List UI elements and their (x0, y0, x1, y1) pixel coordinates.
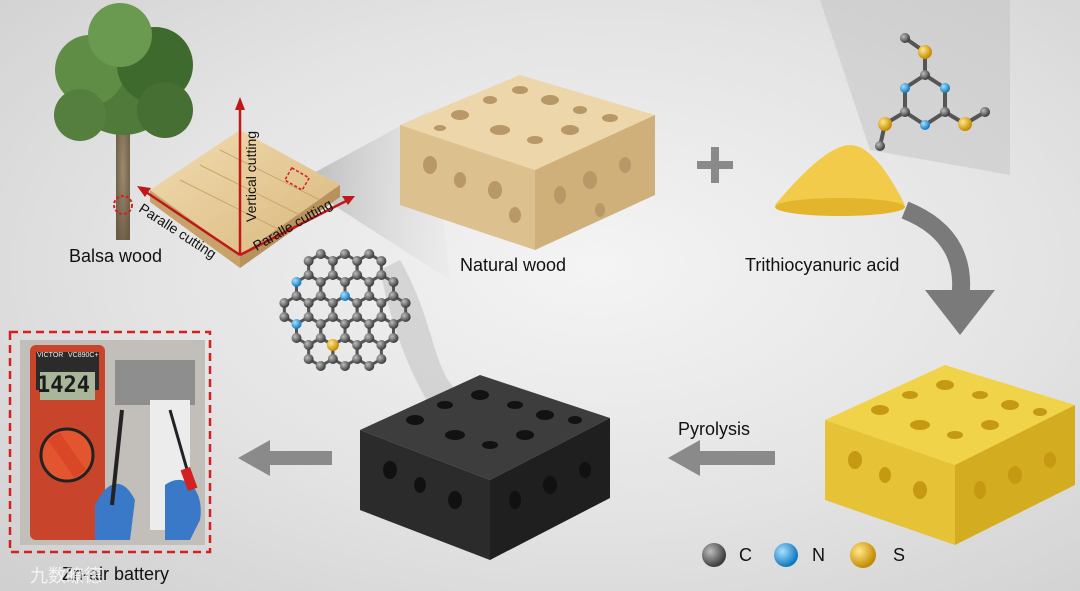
carbon-atom (304, 312, 314, 322)
trithiocyanuric-acid-label: Trithiocyanuric acid (745, 255, 899, 276)
carbon-wood-block (360, 375, 610, 560)
carbon-atom (376, 270, 386, 280)
carbon-atom (304, 270, 314, 280)
carbon-atom (376, 298, 386, 308)
natural-wood-label: Natural wood (460, 255, 566, 276)
carbon-atom (340, 277, 350, 287)
carbon-atom (340, 319, 350, 329)
arrow-to-sulfur-block (905, 210, 995, 335)
nitrogen-atom (292, 319, 302, 329)
carbon-atom (340, 361, 350, 371)
pyrolysis-label: Pyrolysis (678, 419, 750, 440)
carbon-atom (376, 340, 386, 350)
carbon-atom (316, 291, 326, 301)
carbon-atom (388, 319, 398, 329)
legend-n-ball (774, 543, 798, 567)
nitrogen-atom (340, 291, 350, 301)
carbon-atom (364, 361, 374, 371)
balsa-wood-label: Balsa wood (69, 246, 162, 267)
carbon-atom (376, 354, 386, 364)
carbon-atom (388, 291, 398, 301)
vertical-cutting-label: Vertical cutting (243, 131, 259, 222)
sulfur-atom (327, 339, 339, 351)
carbon-atom (352, 256, 362, 266)
carbon-atom (376, 312, 386, 322)
watermark-text: 九数瞭德 (30, 562, 102, 588)
sulfur-wood-block (825, 365, 1075, 545)
carbon-atom (328, 256, 338, 266)
carbon-atom (364, 333, 374, 343)
carbon-atom (328, 270, 338, 280)
multimeter-display: 1424 (37, 373, 90, 398)
carbon-atom (292, 333, 302, 343)
carbon-atom (340, 333, 350, 343)
carbon-atom (292, 291, 302, 301)
battery-photo (20, 340, 205, 545)
carbon-atom (388, 277, 398, 287)
carbon-atom (401, 312, 411, 322)
carbon-atom (328, 354, 338, 364)
pyrolysis-arrow (668, 440, 775, 476)
nitrogen-atom (292, 277, 302, 287)
plus-sign (697, 147, 733, 183)
legend-s-ball (850, 542, 876, 568)
carbon-atom (364, 291, 374, 301)
legend-s-label: S (893, 545, 905, 566)
carbon-atom (304, 340, 314, 350)
carbon-atom (316, 333, 326, 343)
carbon-atom (316, 319, 326, 329)
carbon-atom (352, 340, 362, 350)
carbon-atom (401, 298, 411, 308)
carbon-atom (376, 256, 386, 266)
carbon-atom (352, 354, 362, 364)
multimeter-brand: VICTOR (37, 352, 63, 359)
carbon-atom (364, 249, 374, 259)
carbon-atom (328, 298, 338, 308)
carbon-atom (364, 319, 374, 329)
carbon-atom (304, 256, 314, 266)
carbon-atom (340, 249, 350, 259)
carbon-atom (328, 312, 338, 322)
carbon-atom (316, 361, 326, 371)
legend-c-ball (702, 543, 726, 567)
legend-c-label: C (739, 545, 752, 566)
carbon-atom (352, 312, 362, 322)
carbon-atom (352, 298, 362, 308)
carbon-atom (316, 277, 326, 287)
legend-n-label: N (812, 545, 825, 566)
multimeter-model: VC890C+ (68, 352, 99, 359)
carbon-atom (364, 277, 374, 287)
arrow-to-battery (238, 440, 332, 476)
carbon-atom (316, 249, 326, 259)
carbon-atom (304, 354, 314, 364)
carbon-atom (352, 270, 362, 280)
carbon-atom (304, 298, 314, 308)
carbon-atom (388, 333, 398, 343)
carbon-atom (279, 298, 289, 308)
carbon-atom (279, 312, 289, 322)
trithiocyanuric-acid-powder (775, 145, 905, 216)
